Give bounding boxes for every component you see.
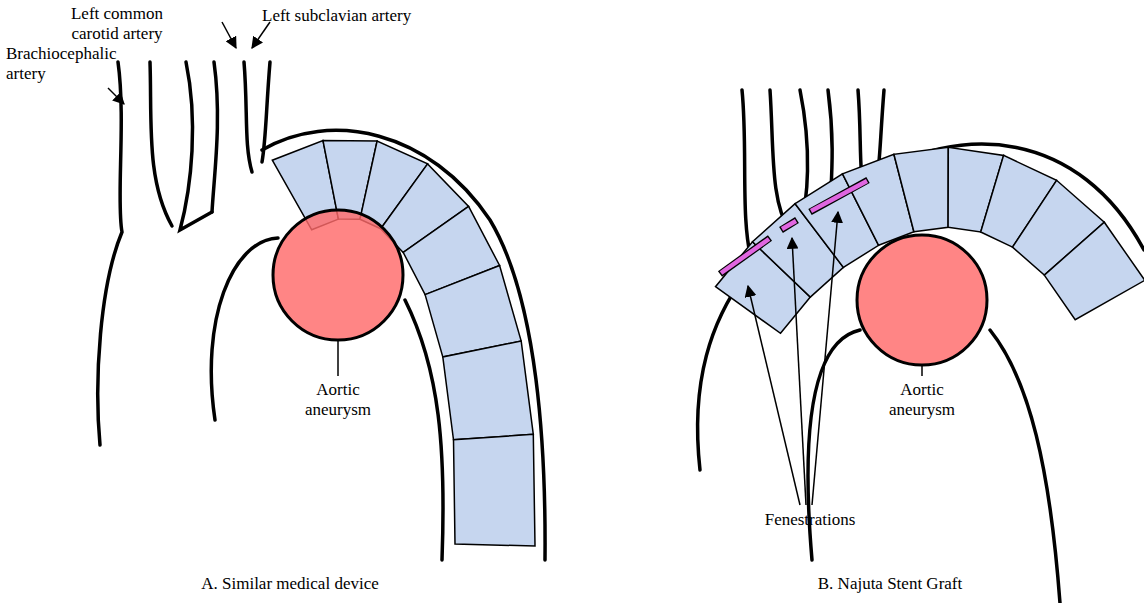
vessel-walls-b: [698, 90, 1144, 603]
artery-label: Brachiocephalic artery: [6, 44, 124, 83]
artery-label: Left common carotid artery: [58, 4, 176, 43]
aneurysm-circle: [273, 210, 403, 340]
stent-graft-a: [272, 141, 535, 546]
stent-segment: [443, 341, 534, 440]
aneurysm-circle: [857, 235, 987, 365]
artery-label: Left subclavian artery: [262, 6, 462, 26]
stent-segment: [425, 266, 521, 357]
fenestration-label: Fenestrations: [730, 510, 890, 530]
panel-caption: B. Najuta Stent Graft: [740, 574, 1040, 594]
leader-lines: [108, 22, 922, 505]
stent-segment: [1044, 222, 1144, 320]
vessel-walls-a: [98, 62, 545, 560]
fenestration-outline: [720, 180, 868, 274]
aneurysm-label: Aortic aneurysm: [877, 380, 967, 419]
stent-segment: [894, 147, 948, 232]
stent-segment: [454, 434, 536, 546]
panel-caption: A. Similar medical device: [140, 574, 440, 594]
fenestration: [721, 181, 867, 273]
aneurysm-label: Aortic aneurysm: [293, 380, 383, 419]
